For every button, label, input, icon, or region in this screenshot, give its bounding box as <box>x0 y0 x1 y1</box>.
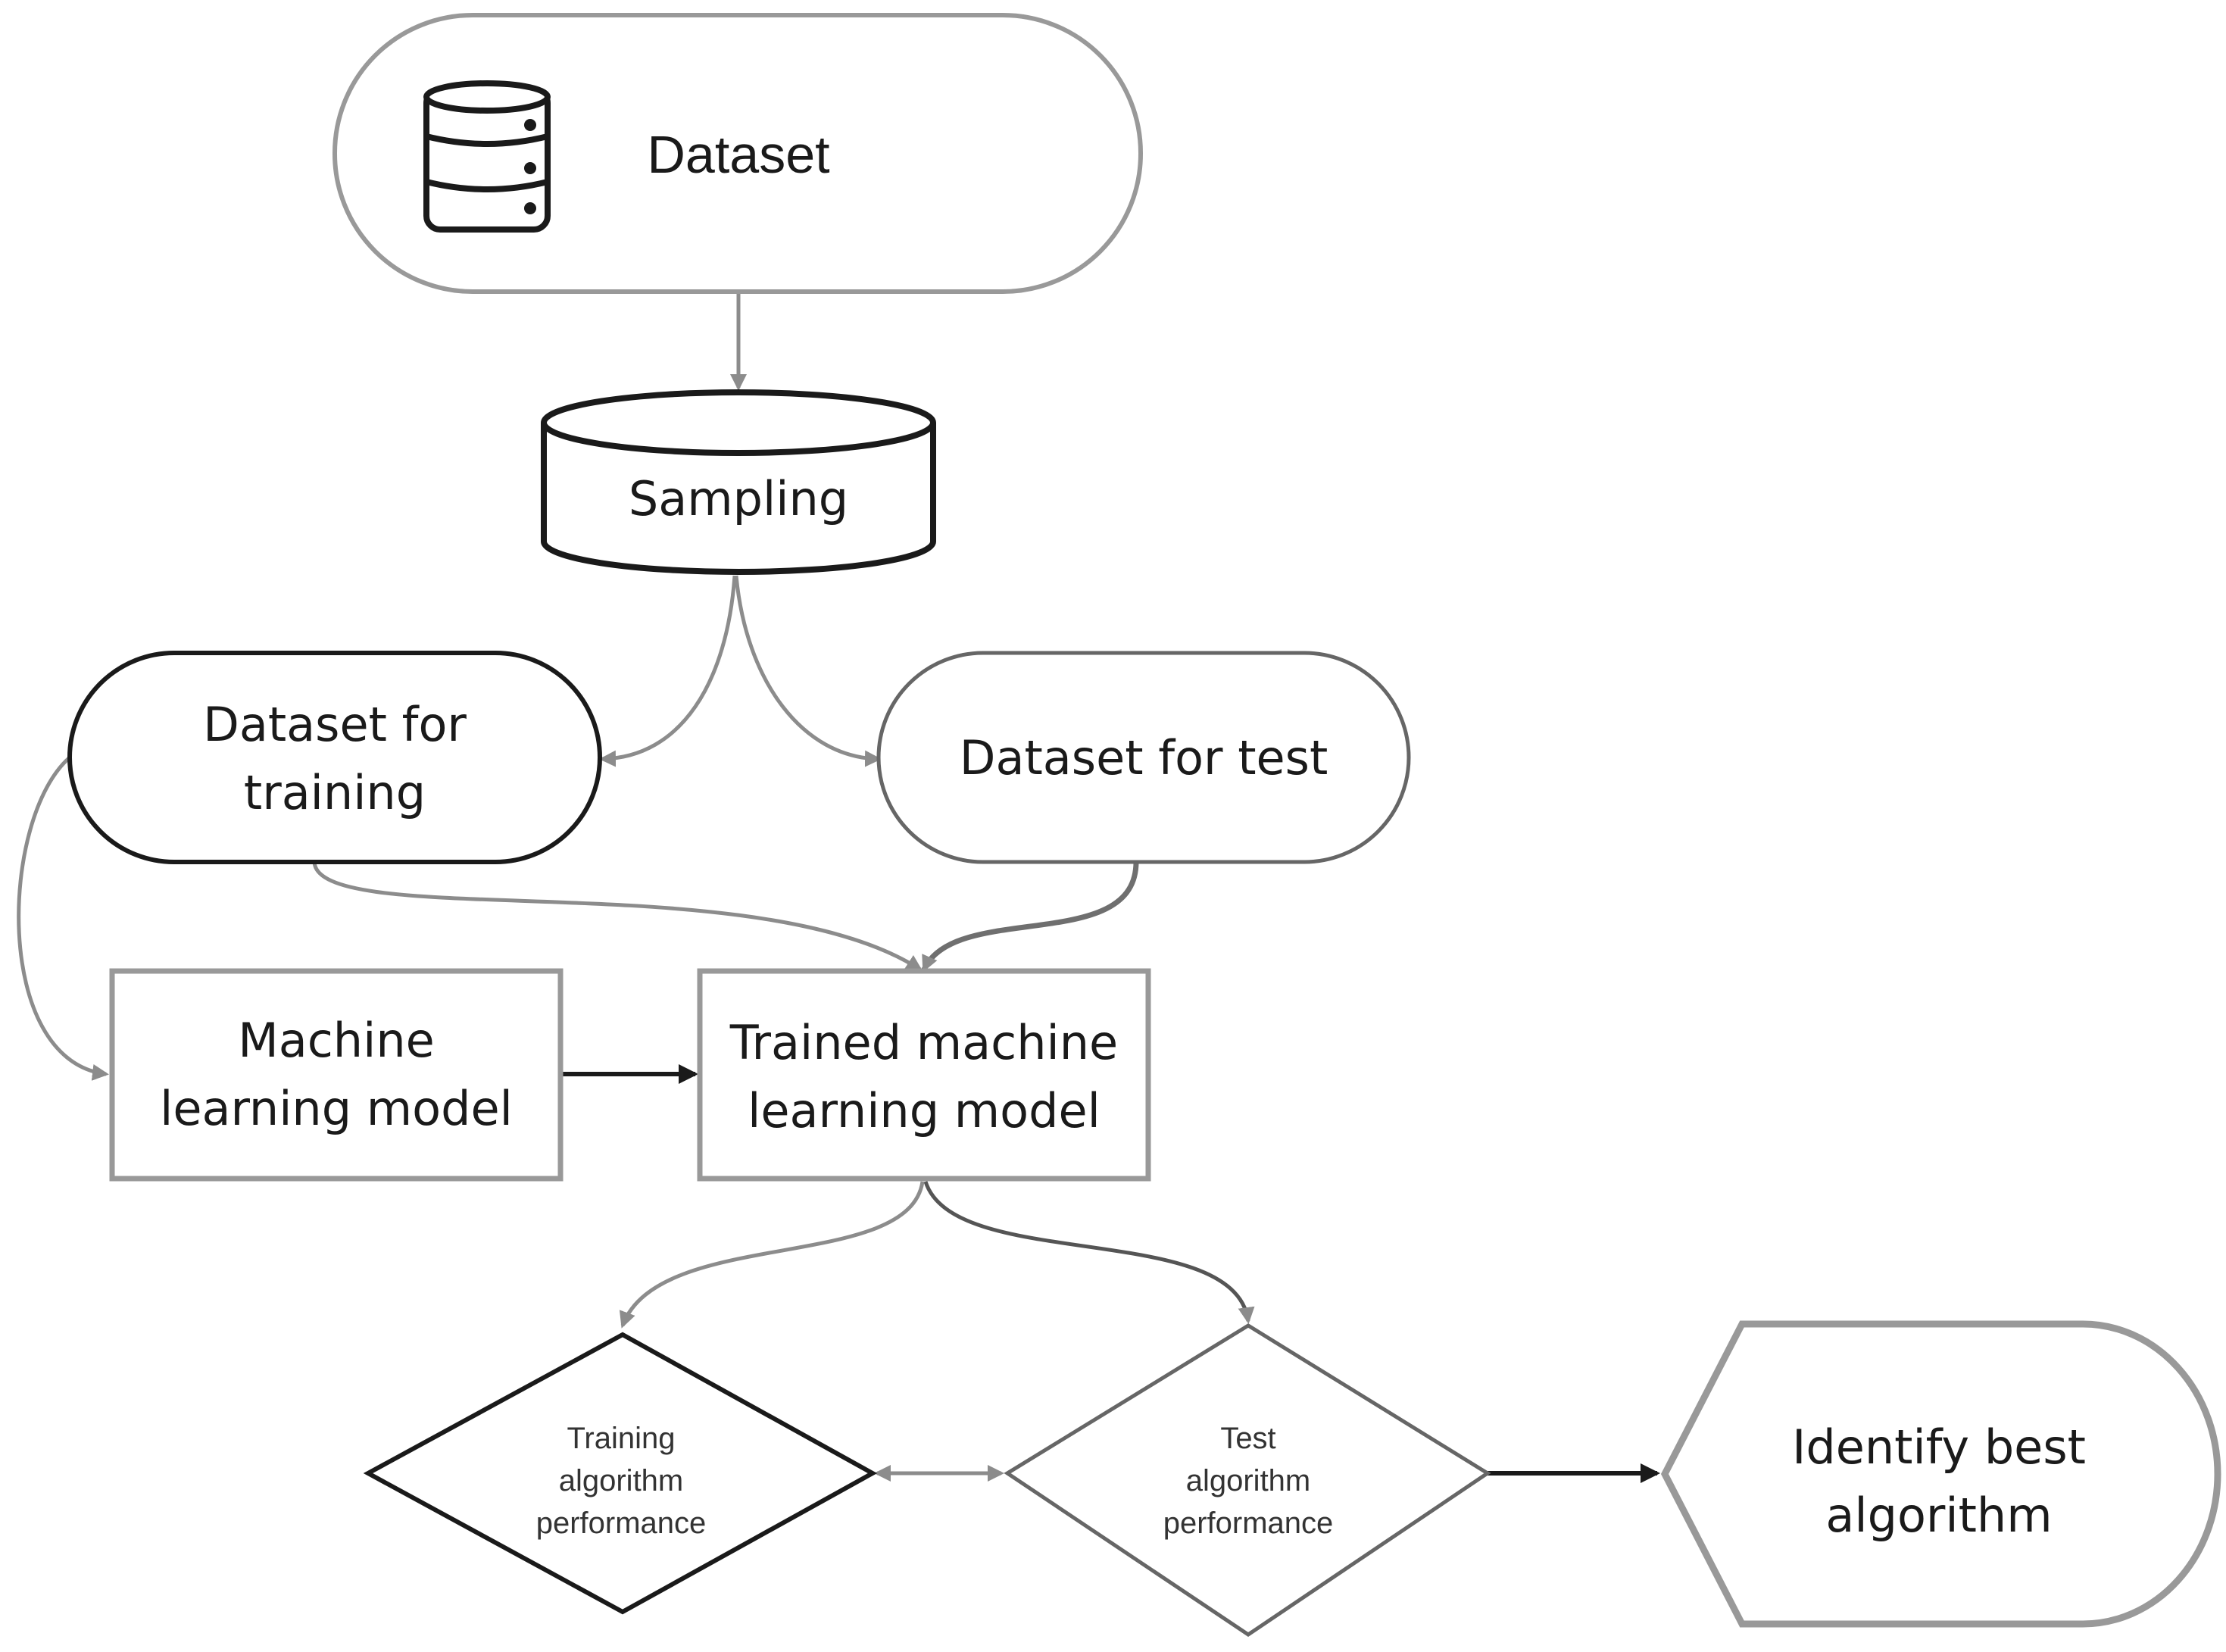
trained-model-line1: Trained machine <box>729 1015 1118 1070</box>
training-perf-line1: Training <box>567 1422 675 1455</box>
dataset-test-label: Dataset for test <box>960 730 1328 785</box>
dataset-label: Dataset <box>647 125 829 184</box>
training-perf-line2: algorithm <box>559 1464 684 1497</box>
dataset-training-line1: Dataset for <box>203 697 467 752</box>
arrow-trained-to-training-perf <box>619 1181 925 1329</box>
best-algorithm-line1: Identify best <box>1792 1419 2086 1475</box>
node-test-performance: Test algorithm performance <box>1004 1323 1491 1638</box>
test-perf-line3: performance <box>1163 1507 1334 1540</box>
trained-model-line2: learning model <box>748 1083 1101 1138</box>
sampling-label: Sampling <box>629 471 848 526</box>
database-icon <box>423 80 551 233</box>
node-dataset-for-test: Dataset for test <box>876 651 1411 864</box>
node-trained-model: Trained machine learning model <box>697 968 1151 1182</box>
best-algorithm-line2: algorithm <box>1825 1488 2052 1543</box>
node-identify-best-algorithm: Identify best algorithm <box>1660 1320 2221 1628</box>
arrow-test-to-trained-model <box>921 861 1139 973</box>
connectors <box>17 292 1660 1483</box>
arrow-sampling-to-test <box>734 575 882 767</box>
arrow-training-to-ml-model <box>17 756 109 1081</box>
node-dataset-for-training: Dataset for training <box>67 651 602 864</box>
arrow-training-to-trained-model <box>312 861 923 972</box>
ml-model-line2: learning model <box>160 1081 513 1136</box>
node-sampling: Sampling <box>541 389 936 575</box>
ml-model-line1: Machine <box>238 1013 435 1068</box>
dataset-training-line2: training <box>244 765 426 820</box>
node-machine-learning-model: Machine learning model <box>109 968 564 1182</box>
arrow-trained-to-test-perf <box>923 1181 1255 1324</box>
training-perf-line3: performance <box>536 1507 707 1540</box>
arrow-sampling-to-training <box>599 575 737 767</box>
node-dataset: Dataset <box>332 13 1143 294</box>
test-perf-line2: algorithm <box>1186 1464 1311 1497</box>
test-perf-line1: Test <box>1220 1422 1275 1455</box>
node-training-performance: Training algorithm performance <box>363 1332 878 1615</box>
